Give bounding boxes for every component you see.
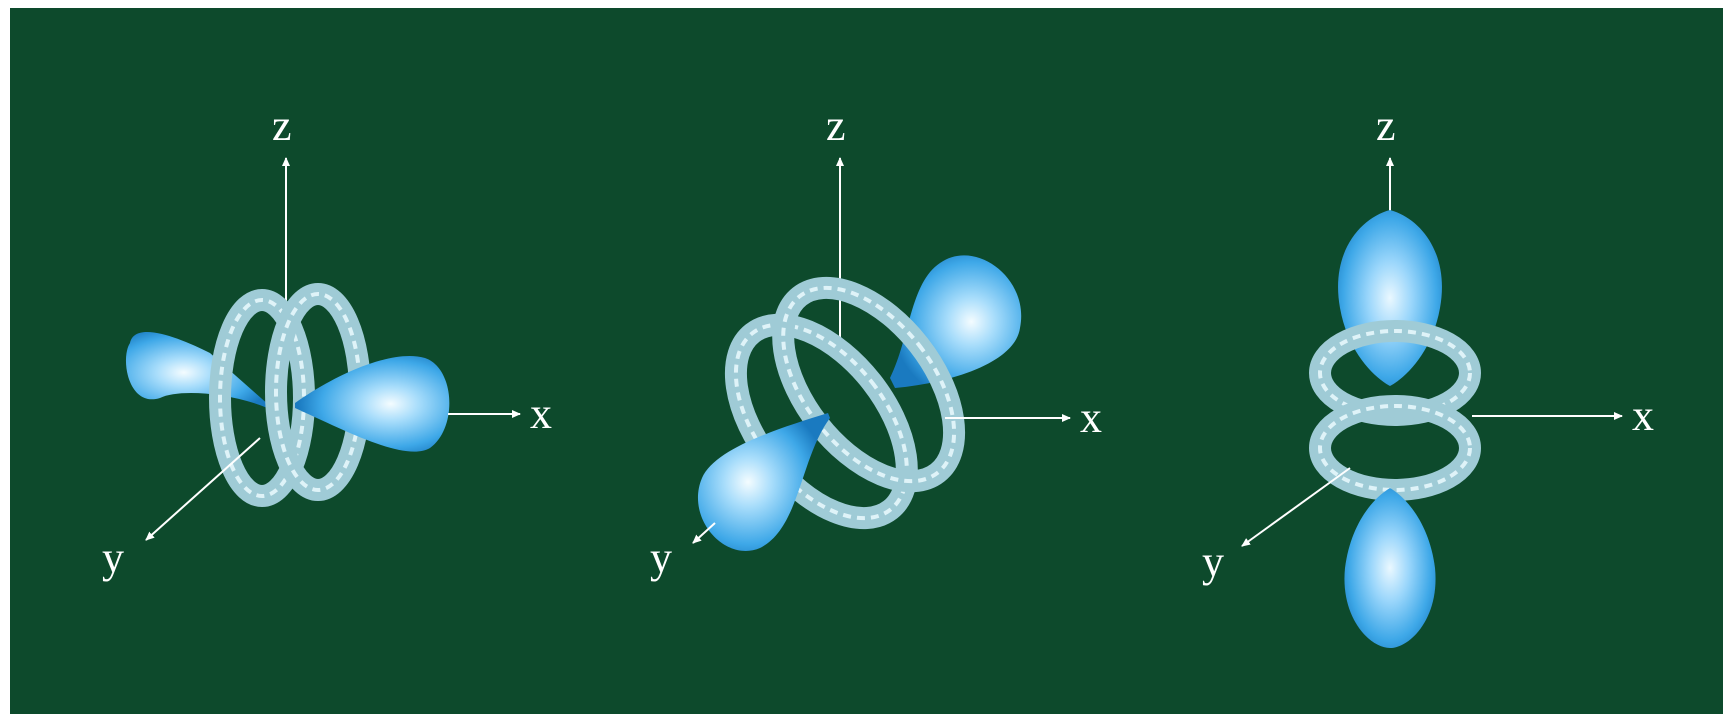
- x-label-1: x: [530, 389, 552, 438]
- panel-2: z x y: [650, 101, 1102, 582]
- x-label-3: x: [1632, 391, 1654, 440]
- lobe-right-1: [295, 356, 450, 452]
- z-label-2: z: [826, 101, 846, 150]
- z-label-1: z: [272, 101, 292, 150]
- orbital-figure: z x y z x: [10, 8, 1723, 714]
- x-label-2: x: [1080, 393, 1102, 442]
- y-label-1: y: [102, 533, 124, 582]
- lobe-bottom-3: [1344, 488, 1436, 648]
- y-label-2: y: [650, 533, 672, 582]
- lobe-left-1: [125, 332, 278, 413]
- ring-torus-3: [1309, 320, 1481, 501]
- panel-3: z x y: [1202, 101, 1654, 648]
- y-axis-3: [1241, 467, 1351, 547]
- y-axis-2: [692, 522, 716, 544]
- y-label-3: y: [1202, 537, 1224, 586]
- y-axis-1: [145, 437, 261, 541]
- z-label-3: z: [1376, 101, 1396, 150]
- lobe-lower-left-2: [697, 413, 830, 551]
- panel-1: z x y: [102, 101, 552, 582]
- lobe-top-3: [1338, 210, 1442, 386]
- orbital-diagram: z x y z x: [102, 101, 1654, 648]
